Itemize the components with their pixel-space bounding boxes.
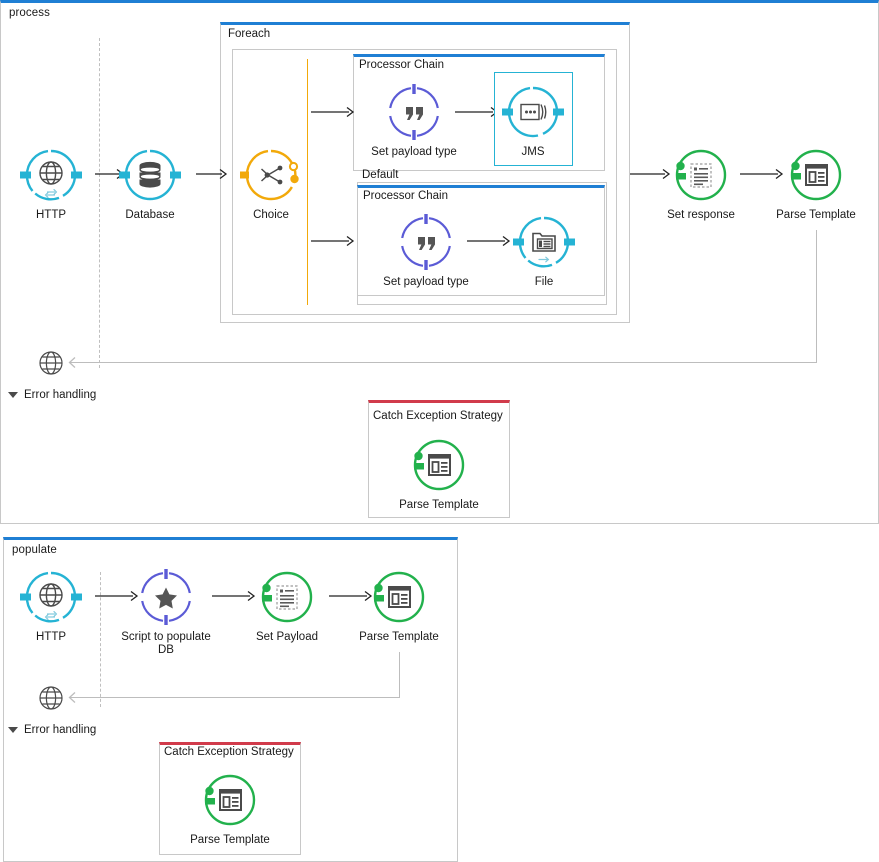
choice-route-divider	[307, 59, 308, 305]
connector-database-choice	[196, 167, 228, 181]
connector-setpayload-file	[467, 234, 511, 248]
database-icon	[119, 147, 181, 203]
node-jms-label: JMS	[521, 146, 545, 158]
process-return-globe-icon	[38, 350, 64, 376]
process-return-horizontal	[69, 362, 817, 363]
process-error-handling[interactable]: Error handling	[8, 389, 96, 401]
process-catch-exception-strategy[interactable]	[368, 400, 510, 518]
node-choice[interactable]: Choice	[216, 147, 326, 222]
node-database-label: Database	[125, 209, 175, 221]
populate-return-globe-icon	[38, 685, 64, 711]
scope-default-label: Default	[362, 169, 399, 181]
parse-template-icon	[202, 772, 258, 828]
node-http-label: HTTP	[35, 209, 67, 221]
star-script-icon	[138, 569, 194, 625]
populate-error-handling[interactable]: Error handling	[8, 724, 96, 736]
process-source-divider	[99, 38, 100, 368]
node-http[interactable]: HTTP	[0, 147, 106, 222]
populate-return-horizontal	[70, 697, 400, 698]
scope-processor-chain-1-label: Processor Chain	[359, 59, 445, 71]
node-http-populate-label: HTTP	[35, 631, 67, 643]
scope-processor-chain-2-label: Processor Chain	[363, 190, 449, 202]
node-set-payload-type-2-label: Set payload type	[383, 276, 469, 288]
node-set-payload[interactable]: Set Payload	[232, 569, 342, 644]
connector-choice-chain2	[311, 234, 355, 248]
node-set-payload-type-1-label: Set payload type	[371, 146, 457, 158]
connector-script-setpayload	[212, 589, 256, 603]
process-catch-exception-strategy-title: Catch Exception Strategy	[373, 410, 503, 422]
node-jms[interactable]: JMS	[478, 84, 588, 159]
node-set-payload-label: Set Payload	[255, 631, 318, 643]
scope-foreach-label: Foreach	[228, 28, 271, 40]
process-return-vertical	[816, 230, 817, 363]
node-parse-template[interactable]: Parse Template	[761, 147, 871, 222]
connector-setresponse-parsetemplate	[740, 167, 784, 181]
choice-branch-icon	[240, 147, 299, 203]
http-globe-icon	[20, 569, 82, 625]
populate-error-handling-label: Error handling	[24, 724, 97, 736]
parse-template-icon	[788, 147, 844, 203]
triangle-down-icon[interactable]	[8, 727, 18, 733]
node-file[interactable]: File	[489, 214, 599, 289]
jms-icon	[502, 84, 564, 140]
process-catch-node-parse-template[interactable]: Parse Template	[384, 437, 494, 512]
connector-setpayload-parsetemplate	[329, 589, 373, 603]
node-set-response[interactable]: Set response	[646, 147, 756, 222]
flow-populate-title: populate	[12, 544, 57, 556]
connector-foreach-setresponse	[630, 167, 672, 181]
node-choice-label: Choice	[253, 209, 289, 221]
quote-icon	[398, 214, 454, 270]
populate-return-vertical	[399, 652, 400, 698]
node-http-populate[interactable]: HTTP	[0, 569, 106, 644]
quote-icon	[386, 84, 442, 140]
connector-choice-chain1	[311, 105, 355, 119]
node-parse-template-label: Parse Template	[776, 209, 856, 221]
set-response-icon	[259, 569, 315, 625]
flow-process-title: process	[9, 7, 50, 19]
parse-template-icon	[371, 569, 427, 625]
node-database[interactable]: Database	[95, 147, 205, 222]
populate-source-divider	[100, 572, 101, 707]
process-error-handling-label: Error handling	[24, 389, 97, 401]
node-file-label: File	[534, 276, 554, 288]
node-script-to-populate-db[interactable]: Script to populate DB	[111, 569, 221, 657]
set-response-icon	[673, 147, 729, 203]
node-set-response-label: Set response	[667, 209, 735, 221]
process-return-arrowhead	[64, 356, 78, 370]
node-set-payload-type-1[interactable]: Set payload type	[359, 84, 469, 159]
http-globe-icon	[20, 147, 82, 203]
populate-catch-node-label: Parse Template	[190, 834, 270, 846]
populate-catch-exception-strategy-title: Catch Exception Strategy	[164, 746, 294, 758]
node-set-payload-type-2[interactable]: Set payload type	[371, 214, 481, 289]
file-folder-icon	[513, 214, 575, 270]
populate-catch-node-parse-template[interactable]: Parse Template	[175, 772, 285, 847]
populate-return-arrowhead	[64, 691, 78, 705]
node-parse-template-populate-label: Parse Template	[359, 631, 439, 643]
node-script-to-populate-db-label: Script to populate DB	[121, 631, 211, 656]
process-catch-node-label: Parse Template	[399, 499, 479, 511]
parse-template-icon	[411, 437, 467, 493]
triangle-down-icon[interactable]	[8, 392, 18, 398]
node-parse-template-populate[interactable]: Parse Template	[344, 569, 454, 644]
connector-http-script	[95, 589, 139, 603]
